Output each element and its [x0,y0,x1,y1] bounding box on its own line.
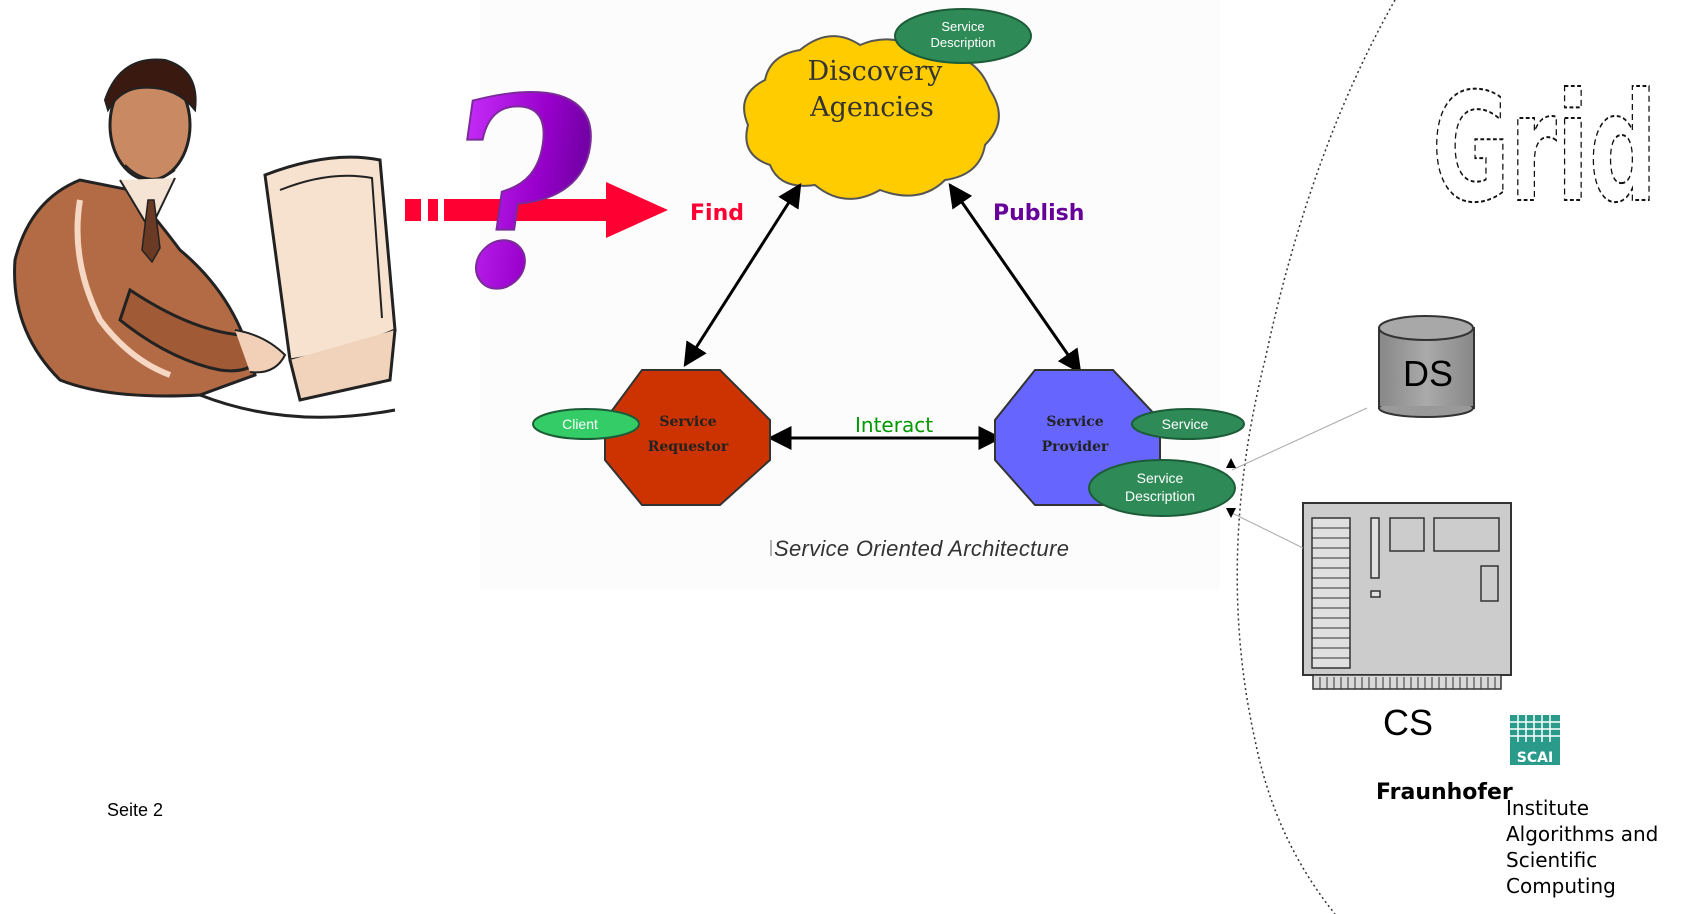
cs-arrowhead [1226,508,1236,518]
institute-line3: Scientific Computing [1506,848,1616,898]
discovery-pill-line2: Description [930,35,995,50]
provider-label-line1: Service [1046,414,1103,430]
discovery-pill-line1: Service [941,19,984,34]
page-number: Seite 2 [107,800,164,820]
publish-label: Publish [993,201,1084,226]
ds-arrowhead [1226,458,1236,468]
institute-line2: Algorithms and [1506,822,1659,846]
fraunhofer-name: Fraunhofer [1376,780,1513,805]
person-at-computer-illustration [13,58,397,419]
service-requestor-node: Service Requestor [604,369,771,506]
find-label: Find [690,201,744,226]
requestor-label-line1: Service [659,414,716,430]
provider-desc-line2: Description [1125,488,1195,504]
compute-server-board: CS [1302,502,1512,743]
requestor-label-line2: Requestor [648,439,729,455]
discovery-label-line2: Agencies [809,92,934,123]
ds-connector-line [1231,407,1368,471]
provider-service-description-pill: Service Description [1088,459,1236,517]
provider-desc-line1: Service [1137,470,1184,486]
discovery-label-line1: Discovery [808,56,944,87]
client-label: Client [562,416,598,432]
ds-label: DS [1403,353,1453,394]
publish-connector-arrow [948,183,1082,374]
soa-caption: Service Oriented Architecture [774,536,1070,561]
discovery-service-description-pill: Service Description [894,8,1032,64]
cs-connector-line [1231,512,1304,549]
interact-label: Interact [855,413,933,437]
cs-label: CS [1383,702,1433,743]
provider-service-pill: Service [1131,408,1245,440]
scai-logo: SCAI [1510,715,1560,766]
find-connector-arrow [683,182,802,368]
discovery-agencies-cloud: Discovery Agencies [743,35,1000,200]
client-pill: Client [532,408,640,440]
find-arrow [405,182,668,238]
institute-name: Institute Algorithms and Scientific Comp… [1506,795,1704,899]
provider-service-label: Service [1162,416,1209,432]
grid-word: Grid [1432,62,1657,236]
data-storage-cylinder: DS [1378,315,1475,418]
scai-badge-text: SCAI [1517,750,1553,766]
provider-label-line2: Provider [1042,439,1109,455]
institute-line1: Institute [1506,796,1590,820]
